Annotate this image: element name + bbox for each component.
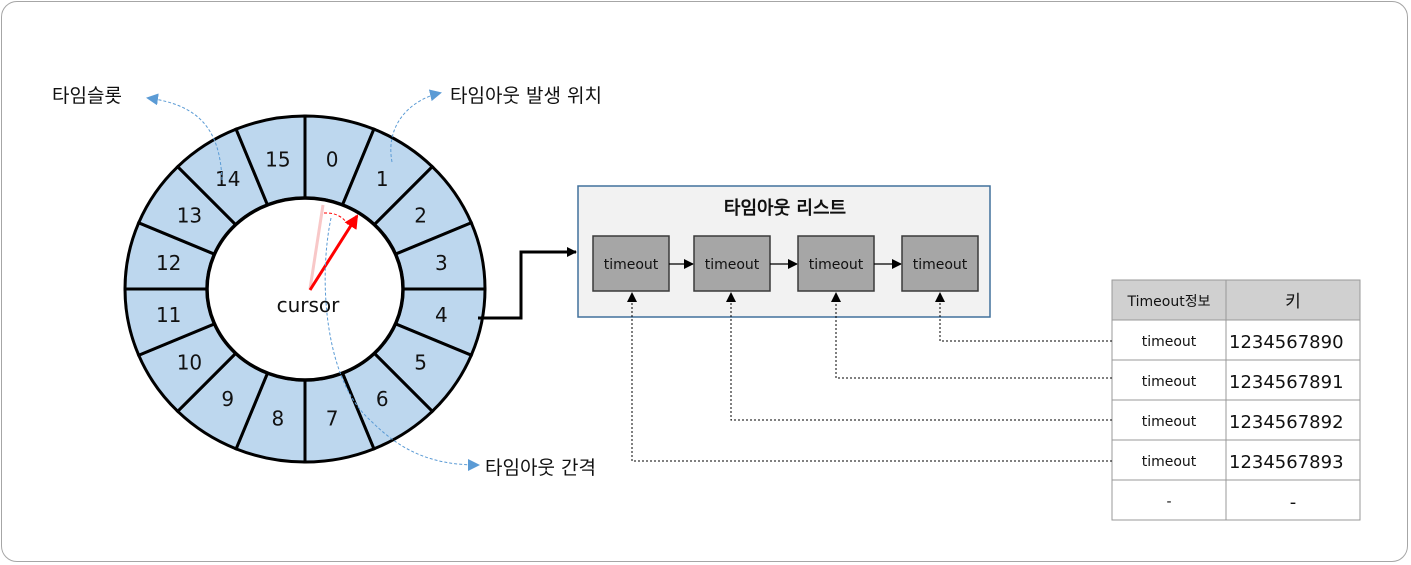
wheel-slot-label: 15 xyxy=(265,148,290,172)
key-cell: - xyxy=(1290,492,1297,513)
timeout-node-label: timeout xyxy=(809,257,864,273)
table-to-node-link xyxy=(627,292,1112,462)
timeout-list-title: 타임아웃 리스트 xyxy=(724,198,846,219)
cursor-angle-arc xyxy=(323,212,351,229)
timeout-position-annotation: 타임아웃 발생 위치 xyxy=(450,85,602,107)
wheel-slot-label: 3 xyxy=(435,251,448,275)
key-cell: 1234567893 xyxy=(1229,452,1344,473)
timeout-node xyxy=(901,235,979,292)
wheel-slot-label: 12 xyxy=(156,251,181,275)
timeout-position-pointer xyxy=(390,89,442,163)
table-to-node-link xyxy=(935,292,1112,342)
wheel-slot-label: 6 xyxy=(376,387,389,411)
key-cell: 1234567891 xyxy=(1229,372,1344,393)
wheel-slot-label: 5 xyxy=(414,350,427,374)
wheel-slot-label: 10 xyxy=(177,350,202,374)
wheel-slot-label: 7 xyxy=(326,406,339,430)
key-cell: 1234567892 xyxy=(1229,412,1344,433)
slot-to-list-connector xyxy=(478,247,577,320)
timeout-info-cell: timeout xyxy=(1142,414,1197,430)
wheel-slot-label: 8 xyxy=(272,406,285,430)
timeout-interval-pointer xyxy=(324,217,480,471)
table-to-node-link xyxy=(831,292,1112,379)
table-row xyxy=(1111,439,1361,481)
timeout-node-label: timeout xyxy=(913,257,968,273)
timeout-node xyxy=(693,235,771,292)
key-cell: 1234567890 xyxy=(1229,332,1344,353)
cursor-previous-line xyxy=(308,204,325,290)
wheel-slot-label: 11 xyxy=(156,303,181,327)
timeslot-annotation: 타임슬롯 xyxy=(52,85,122,107)
cursor-label: cursor xyxy=(277,293,341,317)
timeout-node xyxy=(592,235,670,292)
timeout-node-label: timeout xyxy=(705,257,760,273)
timeout-key-table: Timeout정보 키 timeout 1234567890 timeout 123456… xyxy=(1111,279,1361,521)
timeout-node-label: timeout xyxy=(604,257,659,273)
timeout-info-cell: timeout xyxy=(1142,374,1197,390)
table-row xyxy=(1111,479,1361,521)
timeslot-pointer xyxy=(146,93,223,181)
timeout-interval-annotation: 타임아웃 간격 xyxy=(485,457,596,479)
wheel-inner-circle xyxy=(205,196,405,382)
timeout-info-cell: - xyxy=(1166,494,1171,510)
wheel-slot-label: 9 xyxy=(221,387,234,411)
header-timeout-info: Timeout정보 xyxy=(1127,294,1211,310)
wheel-slot-label: 14 xyxy=(215,167,240,191)
cursor-arrow xyxy=(308,214,359,291)
wheel-slot-label: 0 xyxy=(326,148,339,172)
wheel-slot-label: 2 xyxy=(414,204,427,228)
table-to-node-link xyxy=(726,292,1112,421)
header-key: 키 xyxy=(1285,292,1301,312)
timeout-node xyxy=(797,235,875,292)
timeout-info-cell: timeout xyxy=(1142,334,1197,350)
wheel-slot-label: 1 xyxy=(376,167,389,191)
timeout-info-cell: timeout xyxy=(1142,454,1197,470)
wheel-slot-label: 4 xyxy=(435,303,448,327)
table-header-row xyxy=(1111,279,1361,321)
wheel-slot-label: 13 xyxy=(177,204,202,228)
